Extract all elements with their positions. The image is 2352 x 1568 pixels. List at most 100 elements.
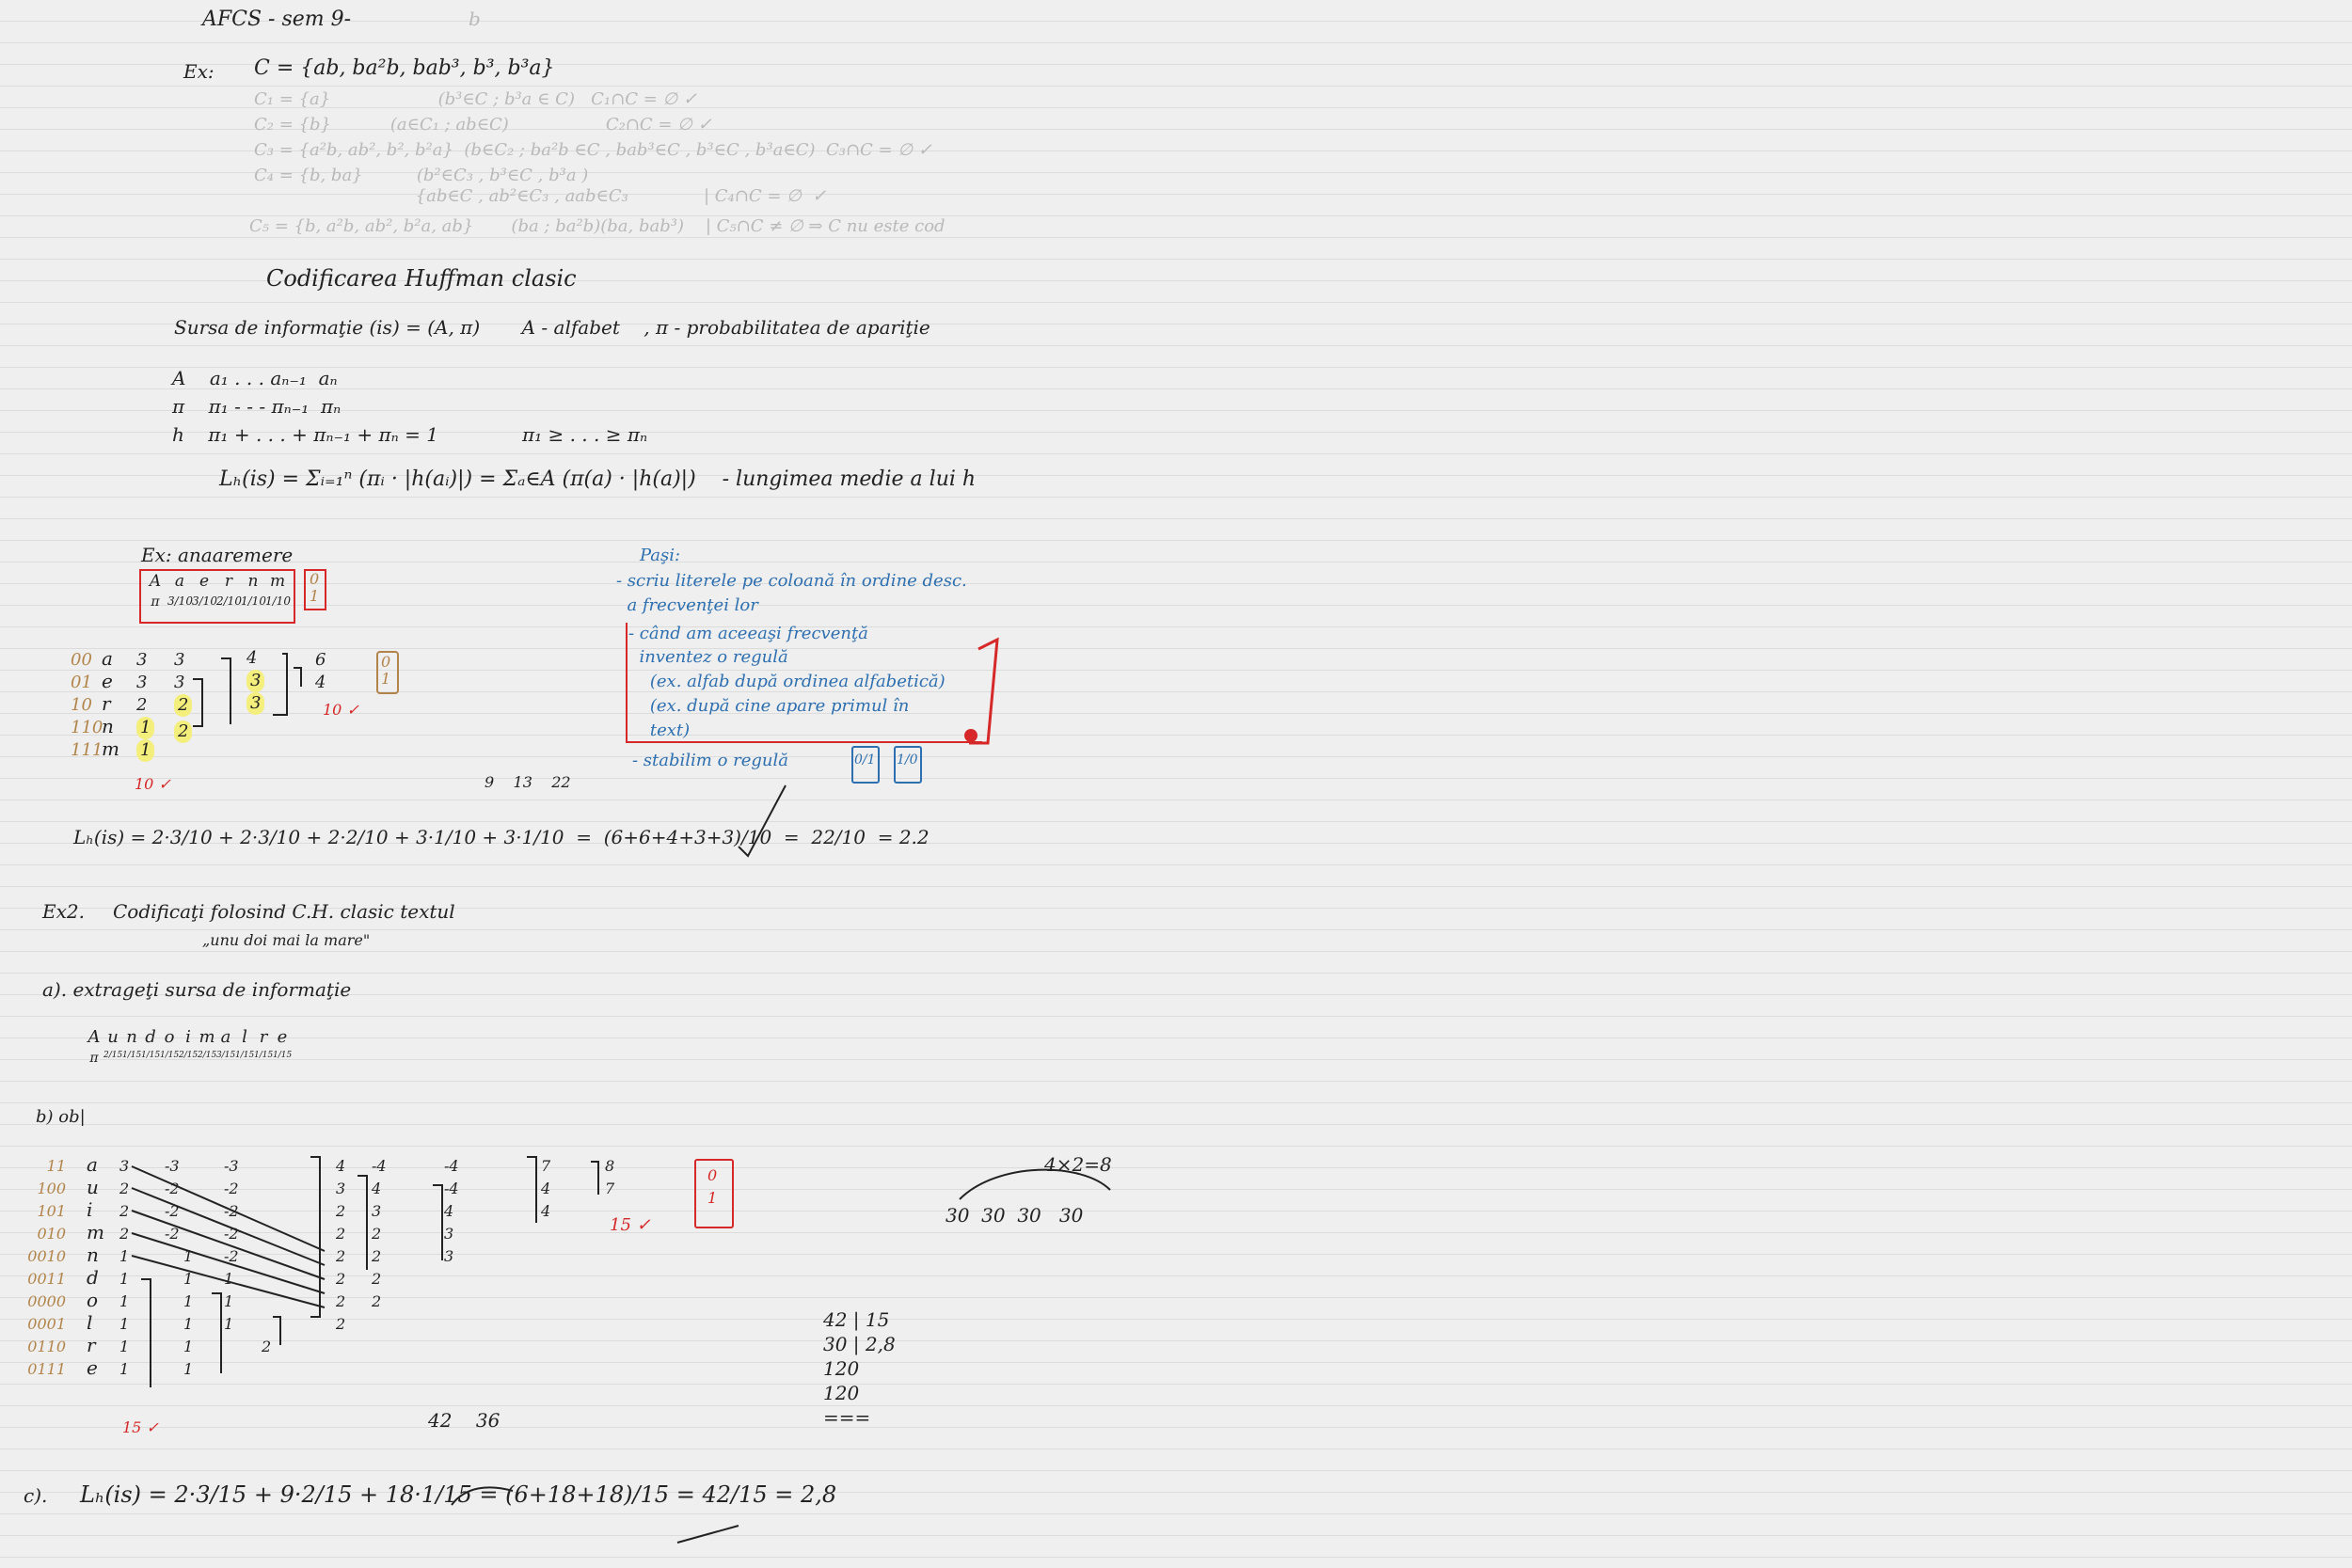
freq: 3 [119,1157,130,1175]
ex-anaaremere-label: Ex: anaaremere [141,544,294,566]
tree1-total: 10 ✓ [323,701,359,719]
steps-item: - stabilim o regulă [632,751,789,770]
table-prob-cell: 1/15 [160,1051,180,1060]
freq: 2 [119,1202,130,1220]
freq: -4 [372,1157,387,1175]
table-prob-cell: 2/15 [103,1051,123,1060]
ex1-faded-line: C₂ = {b} (a∈C₁ ; ab∈C) C₂∩C = ∅ ✓ [254,115,712,135]
freq: 1 [183,1247,194,1265]
freq: -2 [224,1180,239,1197]
tree2-col6: -4 -4 4 3 3 [444,1155,459,1268]
freq: 1 [183,1338,194,1355]
table-header-cell: m [269,572,286,591]
freq: 3 [174,673,185,692]
ex1-faded-line: C₄ = {b, ba} (b²∈C₃ , b³∈C , b³a ) [254,166,589,185]
freq: 1 [136,717,155,739]
code: 010 [37,1225,66,1243]
freq: 1 [224,1270,234,1288]
freq: 1 [183,1360,194,1378]
letter: l [87,1311,93,1334]
freq: 4 [315,673,326,692]
letter: d [87,1266,99,1289]
freq: 1 [183,1315,194,1333]
freq: -2 [224,1225,239,1243]
freq: 2 [136,695,148,715]
code: 111 [71,740,103,760]
freq: 1 [224,1315,234,1333]
rule-box [851,746,880,784]
tree2-freqs: 3 2 2 2 1 1 1 1 1 1 [119,1155,129,1381]
tree2-col3: -3 -2 -2 -2 -2 1 1 1 2 [224,1155,271,1358]
steps-item: (ex. alfab după ordinea alfabetică) [628,672,946,691]
freq: 2 [174,694,193,717]
freq: -2 [165,1225,180,1243]
tree2-col2: -3 -2 -2 -2 1 1 1 1 1 1 [165,1155,193,1381]
freq: 2 [336,1225,346,1243]
ex1-faded-line: {ab∈C , ab²∈C₃ , aab∈C₃ | C₄∩C = ∅ ✓ [254,186,827,206]
freq: 4 [372,1180,382,1197]
prob-table: A a e r n m π 3/10 3/10 2/10 1/10 1/10 [143,572,291,610]
code: 0001 [27,1315,66,1333]
freq: 7 [605,1180,615,1197]
tree2-col5: -4 4 3 2 2 2 2 [372,1155,387,1313]
letter: n [87,1243,99,1266]
freq: 2 [119,1180,130,1197]
freq: 2 [119,1225,130,1243]
bits-box [304,569,326,610]
page-title: AFCS - sem 9- [202,8,352,31]
rule-box [894,746,922,784]
letter: n [102,715,114,737]
stray-mark: b [469,8,481,30]
steps-item: - când am aceeaşi frecvenţă [628,624,868,643]
ex2-quote: „unu doi mai la mare" [202,931,371,949]
freq: 2 [372,1225,382,1243]
table-header-cell: m [199,1027,215,1047]
bits-box-values: 0 1 [707,1164,717,1210]
steps-highlight-frame [626,623,982,743]
tree1-total-small: 10 ✓ [135,775,171,793]
side-row: 30 30 30 30 [946,1204,1084,1227]
table-header-cell: l [242,1027,247,1047]
freq: 3 [444,1225,454,1243]
letter: m [102,737,119,760]
division-line: 120 [823,1357,860,1380]
steps-title: Paşi: [640,546,681,565]
ex2-label: Ex2. [42,900,85,923]
tree2-col8: 8 7 [605,1155,614,1200]
tree2-bottom-total: 15 ✓ [122,1418,159,1436]
freq: 3 [444,1247,454,1265]
c-formula: Lₕ(is) = 2·3/15 + 9·2/15 + 18·1/15 = (6+… [80,1481,837,1508]
letter: a [87,1153,98,1176]
code: 01 [71,673,92,692]
def-row: π π₁ - - - πₙ₋₁ πₙ [172,395,342,418]
tree1-freqs: 3 3 2 1 1 [136,649,155,762]
code: 11 [46,1157,66,1175]
table-header-cell: e [277,1027,288,1047]
table-prob-cell: 2/15 [198,1051,217,1060]
freq: 2 [336,1202,346,1220]
ex2-a-label: a). extrageţi sursa de informaţie [42,978,352,1001]
division-line: 120 [823,1382,860,1404]
letter: o [87,1289,99,1311]
table-header-cell: r [224,572,233,591]
section-title: Codificarea Huffman clasic [266,265,577,292]
letter: u [87,1176,99,1198]
freq: 2 [174,721,193,743]
freq: 4 [246,648,258,668]
ex1-label: Ex: [183,60,215,83]
table-header-cell: o [164,1027,175,1047]
table-header-cell: r [259,1027,268,1047]
freq: -4 [444,1180,459,1197]
tree2-col4: 4 3 2 2 2 2 2 2 [336,1155,345,1336]
freq: 1 [119,1247,130,1265]
tree1-letters: a e r n m [102,647,119,760]
steps-item: text) [628,721,691,740]
code: 101 [37,1202,66,1220]
steps-item: - scriu literele pe coloană în ordine de… [616,571,967,591]
ex1-faded-line: C₁ = {a} (b³∈C ; b³a ∈ C) C₁∩C = ∅ ✓ [254,89,697,109]
letter: e [102,670,113,692]
freq: 1 [183,1292,194,1310]
ex1-faded-line: C₃ = {a²b, ab², b², b²a} (b∈C₂ ; ba²b ∈C… [254,140,932,160]
division-line: === [823,1406,871,1429]
bit-value: 0 [707,1166,718,1184]
